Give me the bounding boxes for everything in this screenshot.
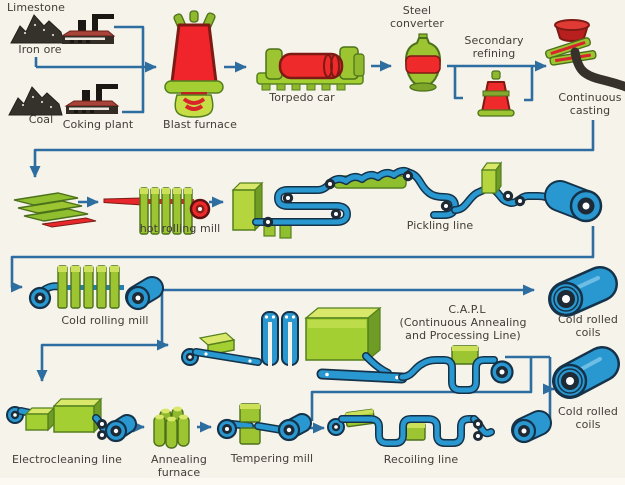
cold-rolled-coils-top-icon bbox=[548, 266, 618, 317]
label-tempering-mill: Tempering mill bbox=[230, 452, 314, 465]
label-annealing-furnace: Annealing furnace bbox=[151, 453, 207, 479]
label-recoiling-line: Recoiling line bbox=[383, 453, 459, 466]
label-limestone: Limestone bbox=[6, 1, 66, 14]
line-capl-to-recoiling bbox=[310, 357, 533, 421]
arrow-pickling-to-cold-mill bbox=[10, 226, 595, 293]
label-cold-rolled-coils-bottom: Cold rolled coils bbox=[558, 405, 618, 431]
coking-plant-icon bbox=[65, 83, 119, 115]
blast-furnace-icon bbox=[164, 10, 224, 118]
label-cold-rolling-mill: Cold rolling mill bbox=[61, 314, 149, 327]
bracket-secondary-left bbox=[453, 67, 463, 100]
arrow-branch-to-electrocleaning bbox=[36, 343, 162, 382]
slabs-icon bbox=[13, 192, 97, 228]
label-secondary-refining: Secondary refining bbox=[464, 34, 524, 60]
label-blast-furnace: Blast furnace bbox=[163, 118, 237, 131]
label-continuous-casting: Continuous casting bbox=[558, 91, 622, 117]
tempering-mill-icon bbox=[216, 403, 312, 445]
steel-converter-icon bbox=[404, 33, 442, 92]
flow-connectors bbox=[10, 25, 595, 434]
label-iron-ore: Iron ore bbox=[18, 43, 62, 56]
arrow-casting-to-slabs bbox=[29, 120, 595, 178]
annealing-furnace-icon bbox=[153, 406, 190, 449]
capl-line-icon bbox=[181, 306, 514, 394]
label-coking-plant: Coking plant bbox=[62, 118, 134, 131]
label-capl-subtitle: (Continuous Annealing and Processing Lin… bbox=[399, 316, 527, 342]
electrocleaning-line-icon bbox=[6, 397, 137, 443]
label-steel-converter: Steel converter bbox=[389, 4, 445, 30]
label-hot-rolling-mill: hot rolling mill bbox=[139, 222, 221, 235]
pickling-line-icon bbox=[231, 161, 603, 239]
cold-rolling-mill-icon bbox=[28, 265, 164, 311]
bracket-factories bbox=[114, 25, 145, 114]
factory-icon bbox=[61, 13, 115, 45]
label-coal: Coal bbox=[28, 113, 54, 126]
cold-rolled-coils-bottom-icon bbox=[552, 346, 620, 399]
label-electrocleaning-line: Electrocleaning line bbox=[11, 453, 123, 466]
label-capl-title: C.A.P.L bbox=[448, 303, 486, 316]
torpedo-car-icon bbox=[256, 46, 365, 91]
bracket-secondary-right bbox=[524, 67, 534, 102]
label-cold-rolled-coils-top: Cold rolled coils bbox=[558, 313, 618, 339]
iron-ore-pile-icon bbox=[10, 14, 65, 44]
label-pickling-line: Pickling line bbox=[406, 219, 474, 232]
label-torpedo-car: Torpedo car bbox=[269, 91, 335, 104]
secondary-refining-vessel-icon bbox=[477, 70, 515, 117]
hot-rolling-mill-icon bbox=[103, 187, 211, 235]
coal-pile-icon bbox=[8, 86, 63, 116]
continuous-casting-icon bbox=[544, 19, 625, 92]
recoiling-line-icon bbox=[327, 408, 552, 447]
bottom-band bbox=[0, 478, 625, 485]
